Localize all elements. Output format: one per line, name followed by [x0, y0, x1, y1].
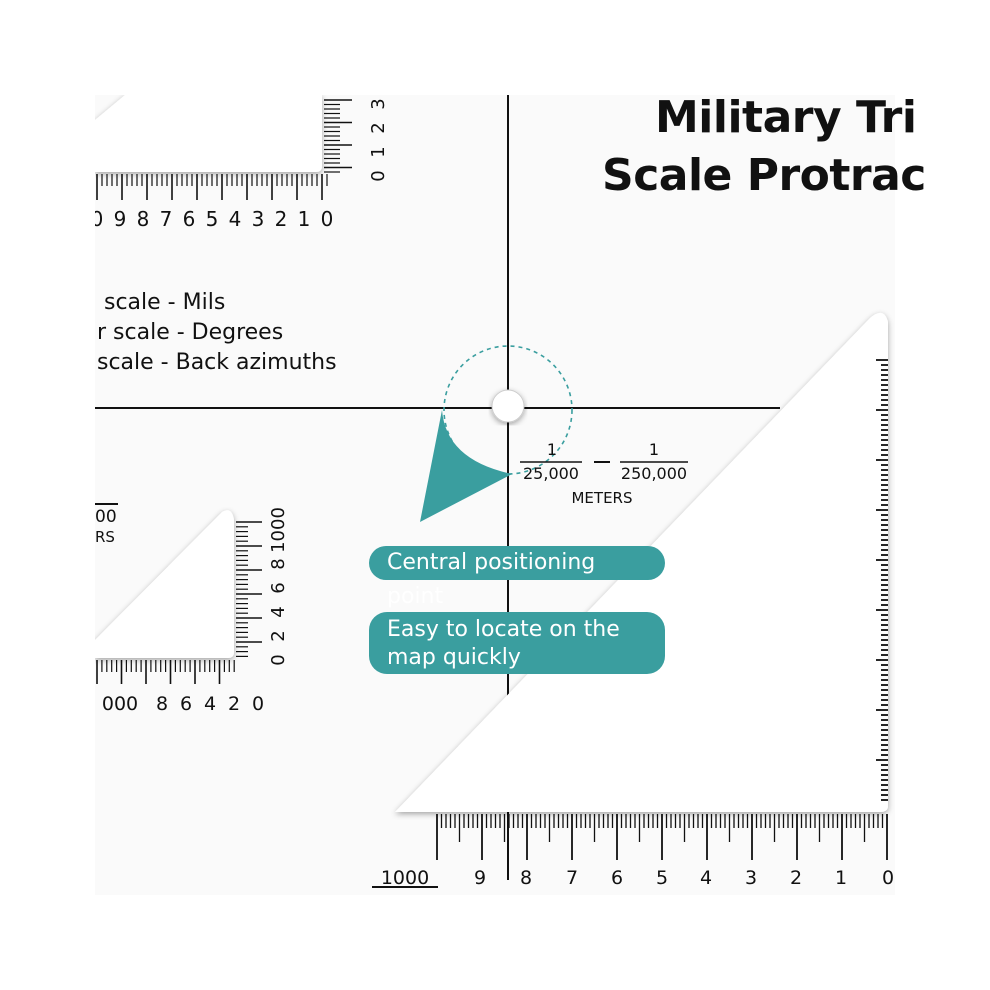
callout-easy-locate: Easy to locate on the map quickly [369, 612, 665, 674]
scale-number: 6 [268, 582, 289, 593]
fraction-denominator-a: 25,000 [523, 464, 579, 483]
bottom-ruler-ticks [436, 814, 888, 860]
scale-number: 7 [566, 867, 578, 889]
center-hole [491, 389, 525, 423]
scale-number: 1 [368, 146, 389, 157]
callout-locate-line-1: Easy to locate on the [387, 617, 620, 642]
scale-number: 1000 [381, 867, 429, 889]
scale-number: 8 [156, 693, 168, 715]
title-line-1: Military Tri [655, 92, 917, 143]
scale-number: 0 [321, 207, 334, 231]
scale-number: 2 [268, 630, 289, 641]
mid-left-triangle-cutout [95, 510, 234, 658]
scale-number: 4 [229, 207, 242, 231]
scale-number: 4 [268, 606, 289, 617]
fraction-numerator-a: 1 [546, 440, 558, 459]
scale-number: 6 [611, 867, 623, 889]
mid-left-side-ticks [236, 521, 262, 658]
scale-number: 5 [206, 207, 219, 231]
scale-number: 0 [368, 170, 389, 181]
mid-left-label-top: 00 [95, 507, 117, 527]
scale-number: 6 [183, 207, 196, 231]
scale-number: 1 [298, 207, 311, 231]
scale-number: 2 [790, 867, 802, 889]
mid-left-side-numbers: 0 2 4 6 8 1000 [268, 507, 289, 666]
scale-number: 1 [835, 867, 847, 889]
scale-number: 0 [882, 867, 894, 889]
scale-number: 1000 [268, 507, 289, 553]
scale-number: 3 [252, 207, 265, 231]
scale-number: 0 [268, 654, 289, 665]
top-left-bottom-ticks [96, 174, 328, 200]
legend-degrees: r scale - Degrees [97, 320, 284, 345]
right-edge-scale [876, 359, 888, 801]
scale-number: 2 [228, 693, 240, 715]
scale-number: 4 [204, 693, 216, 715]
top-left-side-ticks [324, 99, 352, 173]
callout-central-point: Central positioning point [369, 546, 665, 609]
scale-number: 4 [700, 867, 712, 889]
fraction-unit: METERS [571, 489, 633, 507]
mid-left-bottom-ticks [96, 660, 235, 684]
positioning-pointer-wedge [420, 410, 512, 522]
callout-locate-line-2: map quickly [387, 645, 521, 670]
scale-number: 3 [368, 98, 389, 109]
scale-number: 8 [137, 207, 150, 231]
scale-number: 000 [102, 693, 138, 715]
scale-number: 8 [520, 867, 532, 889]
scale-number: 0 [252, 693, 264, 715]
legend-mils: scale - Mils [104, 290, 226, 315]
scale-number: 9 [474, 867, 486, 889]
top-left-triangle-cutout [95, 95, 322, 172]
top-left-side-numbers: 0 1 2 3 [368, 98, 389, 181]
scale-number: 9 [114, 207, 127, 231]
scale-number: 8 [268, 558, 289, 569]
fraction-numerator-b: 1 [648, 440, 660, 459]
title-line-2: Scale Protrac [602, 150, 926, 201]
scale-number: 3 [745, 867, 757, 889]
mid-left-label-bottom: RS [95, 528, 115, 546]
scale-number: 2 [368, 122, 389, 133]
positioning-dashed-circle [443, 345, 573, 475]
legend-back-azimuths: scale - Back azimuths [97, 350, 337, 375]
scale-number: 0 [91, 207, 104, 231]
scale-number: 5 [656, 867, 668, 889]
callout-central-text: Central positioning point [387, 550, 596, 609]
scale-number: 7 [160, 207, 173, 231]
scale-number: 6 [180, 693, 192, 715]
bottom-ruler-numbers: 1000 9 8 7 6 5 4 3 2 1 0 [381, 867, 894, 889]
scale-number: 2 [275, 207, 288, 231]
fraction-denominator-b: 250,000 [620, 464, 688, 483]
